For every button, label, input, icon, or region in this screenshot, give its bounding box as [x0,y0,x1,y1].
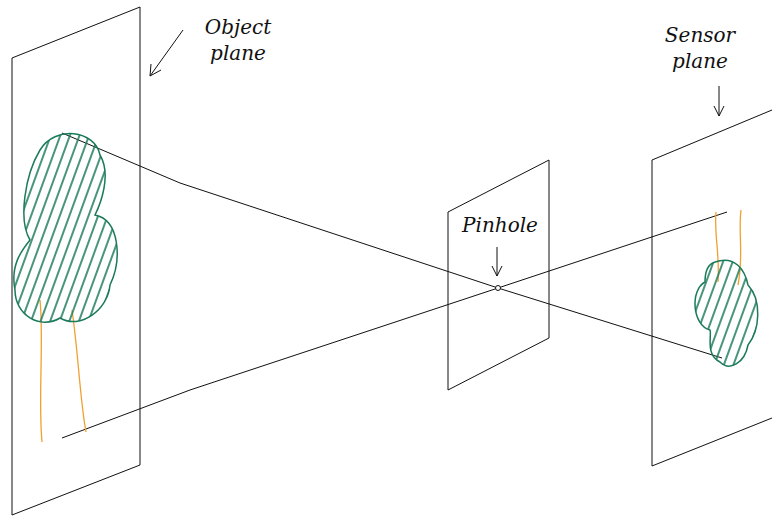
pinhole-label: Pinhole [452,212,548,238]
sensor-plane [652,110,772,466]
leader-arrow [714,86,724,116]
light-ray [62,212,727,438]
pinhole [496,286,501,291]
leader-arrow [150,30,183,76]
plane-label: Sensor plane [650,22,750,74]
leader-arrow [492,247,502,276]
object-tree [0,110,140,442]
light-ray [62,133,722,358]
plane-label: Object plane [188,14,288,66]
sensor-image [680,210,770,380]
pinhole-plane [448,160,549,390]
